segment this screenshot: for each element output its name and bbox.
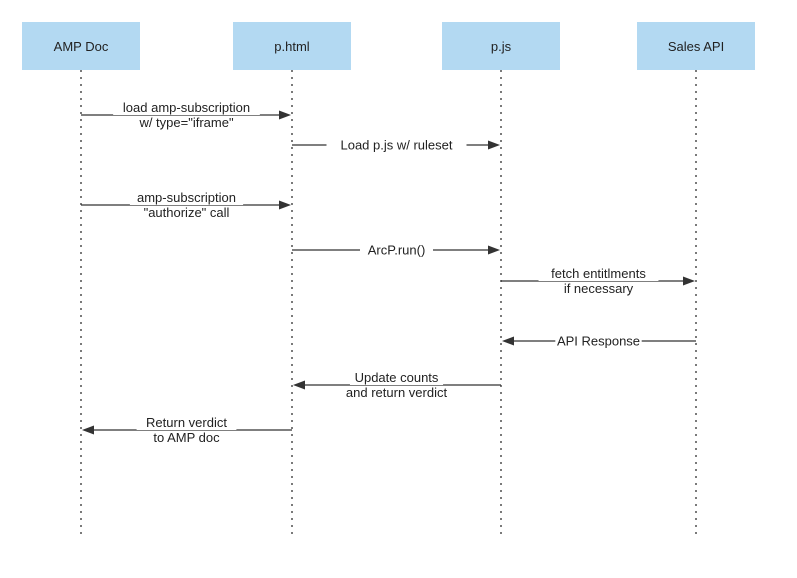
arrowhead-icon (683, 276, 695, 286)
message-label-background (129, 206, 244, 220)
message-3: amp-subscription"authorize" call (81, 190, 291, 220)
message-label-background (113, 101, 260, 115)
message-label: Load p.js w/ ruleset (340, 138, 452, 153)
message-label-background (333, 386, 460, 400)
arrowhead-icon (488, 140, 500, 150)
message-label-background (150, 431, 223, 445)
message-label: fetch entitlments (551, 266, 646, 281)
actor-label: p.js (491, 39, 512, 54)
message-2: Load p.js w/ ruleset (292, 138, 500, 153)
message-label-background (360, 243, 433, 258)
arrowhead-icon (279, 110, 291, 120)
actor-amp-doc: AMP Doc (22, 22, 140, 70)
message-label: Update counts (355, 370, 439, 385)
arrowhead-icon (82, 425, 94, 435)
message-label-background (538, 267, 659, 281)
actor-box (233, 22, 351, 70)
actor-label: Sales API (668, 39, 724, 54)
actor-box (637, 22, 755, 70)
message-label: if necessary (564, 281, 634, 296)
message-label-background (129, 191, 244, 205)
actor-box (22, 22, 140, 70)
actor-box (442, 22, 560, 70)
actor-label: p.html (274, 39, 310, 54)
message-label-background (326, 138, 467, 153)
message-label: load amp-subscription (123, 100, 250, 115)
message-label-background (555, 282, 642, 296)
message-label: API Response (557, 334, 640, 349)
actor-p-html: p.html (233, 22, 351, 70)
arrowhead-icon (488, 245, 500, 255)
message-label: ArcP.run() (368, 243, 426, 258)
message-label: amp-subscription (137, 190, 236, 205)
message-6: API Response (502, 334, 696, 349)
message-label: Return verdict (146, 415, 227, 430)
arrowhead-icon (279, 200, 291, 210)
message-4: ArcP.run() (292, 243, 500, 258)
actor-label: AMP Doc (54, 39, 109, 54)
arrowhead-icon (502, 336, 514, 346)
message-label-background (129, 116, 244, 130)
message-label: and return verdict (346, 385, 448, 400)
message-label: w/ type="iframe" (138, 115, 234, 130)
actor-sales-api: Sales API (637, 22, 755, 70)
message-label-background (349, 371, 444, 385)
message-label: "authorize" call (144, 205, 230, 220)
message-label: to AMP doc (153, 430, 220, 445)
arrowhead-icon (293, 380, 305, 390)
actor-p-js: p.js (442, 22, 560, 70)
message-label-background (555, 334, 642, 349)
message-label-background (136, 416, 237, 430)
